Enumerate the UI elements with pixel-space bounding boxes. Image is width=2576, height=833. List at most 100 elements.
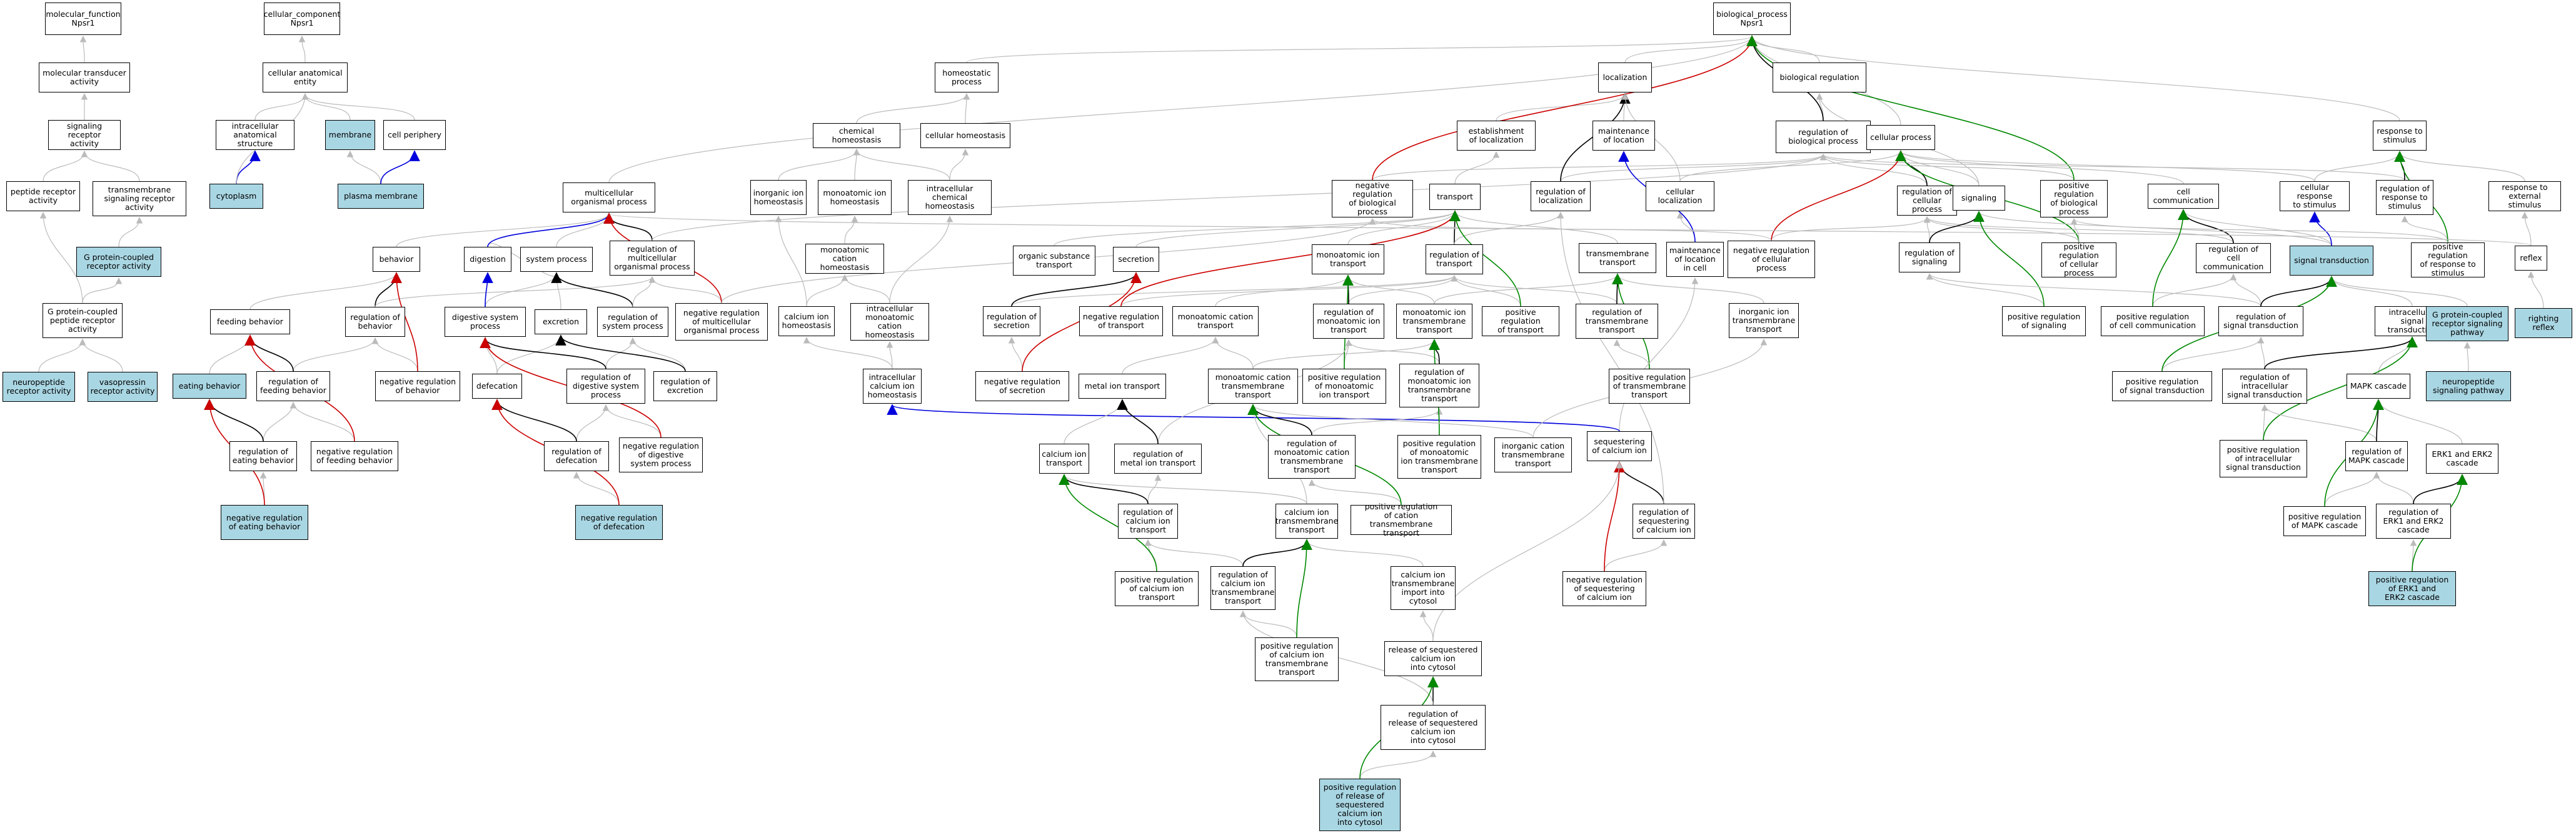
go-term-node[interactable]: cell communication <box>2148 184 2219 209</box>
go-term-node[interactable]: homeostatic process <box>935 62 999 92</box>
go-term-node[interactable]: feeding behavior <box>210 309 290 334</box>
go-term-node[interactable]: regulation of intracellular signal trans… <box>2222 369 2307 404</box>
go-term-node[interactable]: regulation of digestive system process <box>566 369 645 404</box>
go-term-node[interactable]: regulation of localization <box>1531 181 1591 211</box>
go-term-node[interactable]: neuropeptide signaling pathway <box>2426 371 2511 401</box>
go-term-node[interactable]: negative regulation of digestive system … <box>619 437 703 472</box>
go-term-node[interactable]: inorganic cation transmembrane transport <box>1494 437 1572 472</box>
go-term-node[interactable]: cellular homeostasis <box>920 123 1010 148</box>
go-term-node[interactable]: positive regulation of signal transducti… <box>2112 371 2212 401</box>
go-term-node[interactable]: regulation of system process <box>597 307 668 337</box>
go-term-node[interactable]: negative regulation of eating behavior <box>221 505 308 540</box>
go-term-node[interactable]: calcium ion transmembrane transport <box>1275 504 1338 539</box>
go-term-node[interactable]: monoatomic cation transport <box>1172 306 1259 336</box>
go-term-node[interactable]: signaling receptor activity <box>48 120 121 150</box>
go-term-node[interactable]: eating behavior <box>173 374 246 399</box>
go-term-node[interactable]: negative regulation of multicellular org… <box>675 303 768 341</box>
go-term-node[interactable]: regulation of response to stimulus <box>2376 180 2433 215</box>
go-term-node[interactable]: response to stimulus <box>2373 121 2427 151</box>
go-term-node[interactable]: regulation of sequestering of calcium io… <box>1633 504 1695 539</box>
go-term-node[interactable]: negative regulation of behavior <box>375 371 460 401</box>
go-term-node[interactable]: MAPK cascade <box>2347 374 2410 399</box>
go-term-node[interactable]: negative regulation of sequestering of c… <box>1562 571 1646 606</box>
go-term-node[interactable]: cellular anatomical entity <box>263 62 348 92</box>
go-term-node[interactable]: calcium ion transport <box>1039 444 1089 474</box>
go-term-node[interactable]: negative regulation of transport <box>1079 306 1163 336</box>
go-term-node[interactable]: regulation of metal ion transport <box>1114 444 1202 474</box>
go-term-node[interactable]: regulation of signal transduction <box>2218 306 2303 336</box>
go-term-node[interactable]: cellular_component Npsr1 <box>264 2 340 35</box>
go-term-node[interactable]: regulation of biological process <box>1776 121 1871 153</box>
go-term-node[interactable]: membrane <box>325 120 375 150</box>
go-term-node[interactable]: cellular localization <box>1646 181 1714 211</box>
go-term-node[interactable]: regulation of monoatomic ion transmembra… <box>1399 364 1479 407</box>
go-term-node[interactable]: negative regulation of secretion <box>975 371 1069 401</box>
go-term-node[interactable]: digestive system process <box>445 307 526 337</box>
go-term-node[interactable]: plasma membrane <box>338 184 424 209</box>
go-term-node[interactable]: digestion <box>464 247 511 272</box>
go-term-node[interactable]: positive regulation of calcium ion trans… <box>1255 637 1339 681</box>
go-term-node[interactable]: organic substance transport <box>1013 246 1095 276</box>
go-term-node[interactable]: positive regulation of cation transmembr… <box>1351 502 1452 537</box>
go-term-node[interactable]: localization <box>1598 62 1652 92</box>
go-term-node[interactable]: regulation of monoatomic cation transmem… <box>1268 435 1356 479</box>
go-term-node[interactable]: intracellular chemical homeostasis <box>908 180 992 215</box>
go-term-node[interactable]: regulation of secretion <box>983 306 1040 336</box>
go-term-node[interactable]: sequestering of calcium ion <box>1587 431 1652 461</box>
go-term-node[interactable]: regulation of calcium ion transmembrane … <box>1210 566 1275 610</box>
go-term-node[interactable]: regulation of monoatomic ion transport <box>1313 304 1384 339</box>
go-term-node[interactable]: molecular transducer activity <box>39 62 130 92</box>
go-term-node[interactable]: positive regulation of response to stimu… <box>2411 242 2485 277</box>
go-term-node[interactable]: maintenance of location <box>1592 121 1655 151</box>
go-term-node[interactable]: regulation of transport <box>1426 244 1483 274</box>
go-term-node[interactable]: transmembrane transport <box>1579 243 1656 273</box>
go-term-node[interactable]: intracellular calcium ion homeostasis <box>863 369 922 404</box>
go-term-node[interactable]: signaling <box>1953 186 2005 211</box>
go-term-node[interactable]: molecular_function Npsr1 <box>45 2 121 35</box>
go-term-node[interactable]: positive regulation of MAPK cascade <box>2283 506 2366 536</box>
go-term-node[interactable]: monoatomic ion homeostasis <box>818 180 892 215</box>
go-term-node[interactable]: monoatomic cation homeostasis <box>805 244 884 274</box>
go-term-node[interactable]: positive regulation of signaling <box>2002 306 2086 336</box>
go-term-node[interactable]: regulation of cell communication <box>2196 243 2271 273</box>
go-term-node[interactable]: chemical homeostasis <box>813 123 900 148</box>
go-term-node[interactable]: regulation of multicellular organismal p… <box>610 241 695 276</box>
go-term-node[interactable]: regulation of transmembrane transport <box>1576 304 1658 339</box>
go-term-node[interactable]: regulation of calcium ion transport <box>1118 504 1178 539</box>
go-term-node[interactable]: negative regulation of defecation <box>575 505 663 540</box>
go-term-node[interactable]: regulation of excretion <box>653 371 717 401</box>
go-term-node[interactable]: regulation of behavior <box>345 307 405 337</box>
go-term-node[interactable]: reflex <box>2515 246 2547 271</box>
go-term-node[interactable]: calcium ion transmembrane import into cy… <box>1391 566 1456 610</box>
go-term-node[interactable]: positive regulation of intracellular sig… <box>2220 440 2307 477</box>
go-term-node[interactable]: release of sequestered calcium ion into … <box>1384 641 1482 676</box>
go-term-node[interactable]: monoatomic ion transmembrane transport <box>1396 304 1472 339</box>
go-term-node[interactable]: cellular process <box>1866 125 1935 150</box>
go-term-node[interactable]: defecation <box>472 374 522 399</box>
go-term-node[interactable]: positive regulation of transmembrane tra… <box>1609 369 1690 404</box>
go-term-node[interactable]: negative regulation of feeding behavior <box>311 441 398 471</box>
go-term-node[interactable]: neuropeptide receptor activity <box>3 372 75 402</box>
go-term-node[interactable]: excretion <box>535 309 587 334</box>
go-term-node[interactable]: response to external stimulus <box>2488 181 2561 211</box>
go-term-node[interactable]: secretion <box>1113 247 1159 272</box>
go-term-node[interactable]: inorganic ion homeostasis <box>750 180 807 215</box>
go-term-node[interactable]: positive regulation of release of seques… <box>1319 779 1401 831</box>
go-term-node[interactable]: regulation of ERK1 and ERK2 cascade <box>2376 504 2451 539</box>
go-term-node[interactable]: system process <box>520 247 593 272</box>
go-term-node[interactable]: regulation of release of sequestered cal… <box>1381 705 1486 750</box>
go-term-node[interactable]: positive regulation of transport <box>1482 306 1559 336</box>
go-term-node[interactable]: G protein-coupled peptide receptor activ… <box>43 303 123 338</box>
go-term-node[interactable]: multicellular organismal process <box>563 182 655 212</box>
go-term-node[interactable]: transmembrane signaling receptor activit… <box>93 181 186 216</box>
go-term-node[interactable]: positive regulation of calcium ion trans… <box>1115 571 1199 606</box>
go-term-node[interactable]: inorganic ion transmembrane transport <box>1729 303 1799 338</box>
go-term-node[interactable]: cytoplasm <box>209 184 263 209</box>
go-term-node[interactable]: positive regulation of ERK1 and ERK2 cas… <box>2368 571 2456 606</box>
go-term-node[interactable]: regulation of feeding behavior <box>256 371 330 401</box>
go-term-node[interactable]: vasopressin receptor activity <box>88 372 158 402</box>
go-term-node[interactable]: intracellular anatomical structure <box>216 120 294 150</box>
go-term-node[interactable]: peptide receptor activity <box>6 181 80 211</box>
go-term-node[interactable]: intracellular monoatomic cation homeosta… <box>850 303 929 341</box>
go-term-node[interactable]: cellular response to stimulus <box>2280 181 2350 211</box>
